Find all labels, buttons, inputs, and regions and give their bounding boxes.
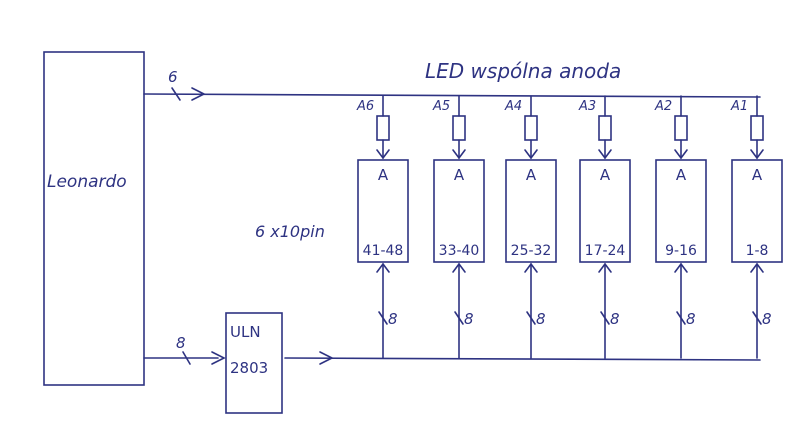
display-outline [433, 159, 485, 263]
display-anode-label: A [676, 166, 687, 184]
anode-pin-label: A6 [356, 99, 374, 114]
uln2803-block: 8 ULN 2803 [143, 312, 761, 414]
leonardo-block: Leonardo [43, 51, 145, 386]
cathode-width-label: 8 [610, 310, 620, 328]
anode-arrow-icon [598, 149, 612, 160]
cathode-width-tick [600, 311, 610, 325]
cathode-width-label: 8 [686, 310, 696, 328]
anode-bus-width-label: 6 [168, 68, 178, 86]
cathode-width-tick [526, 311, 536, 325]
anode-pin-label: A4 [504, 99, 522, 114]
cathode-arrow-icon [674, 262, 688, 273]
display-outline [357, 159, 409, 263]
display-anode-label: A [752, 166, 763, 184]
display-module: A3A 17-24 8 [578, 95, 631, 359]
cathode-arrow-icon [598, 262, 612, 273]
display-module: A5A 33-40 8 [432, 95, 485, 359]
anode-arrow-icon [452, 149, 466, 160]
cathode-arrow-icon [452, 262, 466, 273]
anode-bus-arrow [191, 87, 206, 101]
cathode-width-tick [454, 311, 464, 325]
resistor-icon [674, 115, 688, 141]
anode-bus-width-tick [171, 87, 181, 101]
anode-pin-label: A2 [654, 99, 672, 114]
cathode-width-label: 8 [536, 310, 546, 328]
display-outline [655, 159, 707, 263]
display-range-label: 17-24 [585, 243, 626, 259]
leonardo-outline [43, 51, 145, 386]
display-outline [505, 159, 557, 263]
anode-pin-label: A1 [730, 99, 748, 114]
driver-input-width-tick [182, 351, 191, 365]
resistor-icon [524, 115, 538, 141]
cathode-width-tick [378, 311, 388, 325]
anode-bus-title: LED wspólna anoda [425, 59, 621, 83]
display-outline [731, 159, 783, 263]
anode-bus-line [143, 93, 761, 98]
leonardo-label: Leonardo [47, 172, 127, 192]
anode-arrow-icon [674, 149, 688, 160]
cathode-width-label: 8 [388, 310, 398, 328]
display-range-label: 1-8 [746, 243, 769, 259]
anode-arrow-icon [376, 149, 390, 160]
display-anode-label: A [526, 166, 537, 184]
cathode-width-tick [752, 311, 762, 325]
uln2803-outline [225, 312, 283, 414]
display-outline [579, 159, 631, 263]
display-range-label: 25-32 [511, 243, 552, 259]
anode-arrow-icon [750, 149, 764, 160]
anode-pin-label: A3 [578, 99, 596, 114]
display-range-label: 9-16 [665, 243, 697, 259]
display-anode-label: A [454, 166, 465, 184]
display-range-label: 41-48 [363, 243, 404, 259]
display-anode-label: A [378, 166, 389, 184]
display-range-label: 33-40 [439, 243, 480, 259]
anode-arrow-icon [524, 149, 538, 160]
driver-input-arrow [211, 351, 226, 365]
resistor-icon [598, 115, 612, 141]
cathode-bus-line [284, 357, 761, 361]
display-modules: A6A 41-48 8 A5A 33-40 8 A4A 25-32 8 A3A 17-24 8 A2A 9… [356, 95, 783, 359]
cathode-bus-arrow [319, 351, 334, 365]
cathode-arrow-icon [376, 262, 390, 273]
uln2803-label-line2: 2803 [230, 359, 268, 377]
display-anode-label: A [600, 166, 611, 184]
anode-bus: 6 LED wspólna anoda [143, 59, 761, 101]
cathode-arrow-icon [750, 262, 764, 273]
anode-pin-label: A5 [432, 99, 450, 114]
cathode-width-label: 8 [464, 310, 474, 328]
display-module: A6A 41-48 8 [356, 95, 409, 359]
cathode-arrow-icon [524, 262, 538, 273]
display-group-label: 6 x10pin [255, 222, 325, 241]
driver-input-width-label: 8 [176, 334, 186, 352]
resistor-icon [452, 115, 466, 141]
resistor-icon [376, 115, 390, 141]
resistor-icon [750, 115, 764, 141]
display-module: A1A 1-8 8 [730, 95, 783, 359]
cathode-width-label: 8 [762, 310, 772, 328]
display-module: A4A 25-32 8 [504, 95, 557, 359]
cathode-width-tick [676, 311, 686, 325]
display-module: A2A 9-16 8 [654, 95, 707, 359]
uln2803-label-line1: ULN [230, 323, 261, 341]
